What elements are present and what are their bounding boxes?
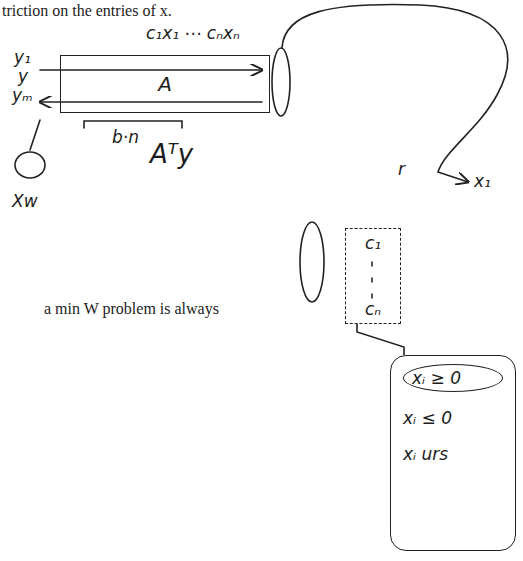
node-text: A <box>154 72 176 96</box>
handwritten-note: Xw <box>12 192 38 212</box>
column-oval <box>272 48 290 116</box>
sign-constraint-box: xᵢ ≥ 0 xᵢ ≤ 0 xᵢ urs <box>390 355 516 551</box>
row-arrow <box>40 69 262 71</box>
matrix-box: A <box>60 55 270 113</box>
handwritten-note: r <box>398 160 405 180</box>
connector-line <box>357 324 404 355</box>
handwritten-note: x₁ <box>474 172 491 192</box>
row-arrow <box>40 101 262 103</box>
printed-text: triction on the entries of x. <box>2 2 172 20</box>
cost-column: c₁ cₙ <box>345 228 401 324</box>
node-text: c₁ <box>365 233 381 253</box>
loop-arrow <box>282 4 508 182</box>
node-text: cₙ <box>365 299 381 319</box>
handwritten-note: b·n <box>112 128 139 148</box>
handwritten-note: y <box>18 67 28 87</box>
column-dots <box>371 262 373 298</box>
handwritten-note: c₁x₁ ⋯ cₙxₙ <box>146 24 240 44</box>
scribble-circle <box>15 152 45 178</box>
pointer-stroke <box>30 120 40 150</box>
bracket <box>84 121 182 128</box>
node-text: xᵢ ≥ 0 <box>403 364 503 392</box>
column-oval <box>300 222 324 302</box>
handwritten-note: Aᵀy <box>150 140 193 170</box>
handwritten-note: y₁ <box>14 48 31 68</box>
printed-text: a min W problem is always <box>44 300 219 318</box>
node-text: xᵢ urs <box>403 444 503 464</box>
node-text: xᵢ ≤ 0 <box>403 408 503 428</box>
handwritten-note: yₘ <box>12 86 33 106</box>
